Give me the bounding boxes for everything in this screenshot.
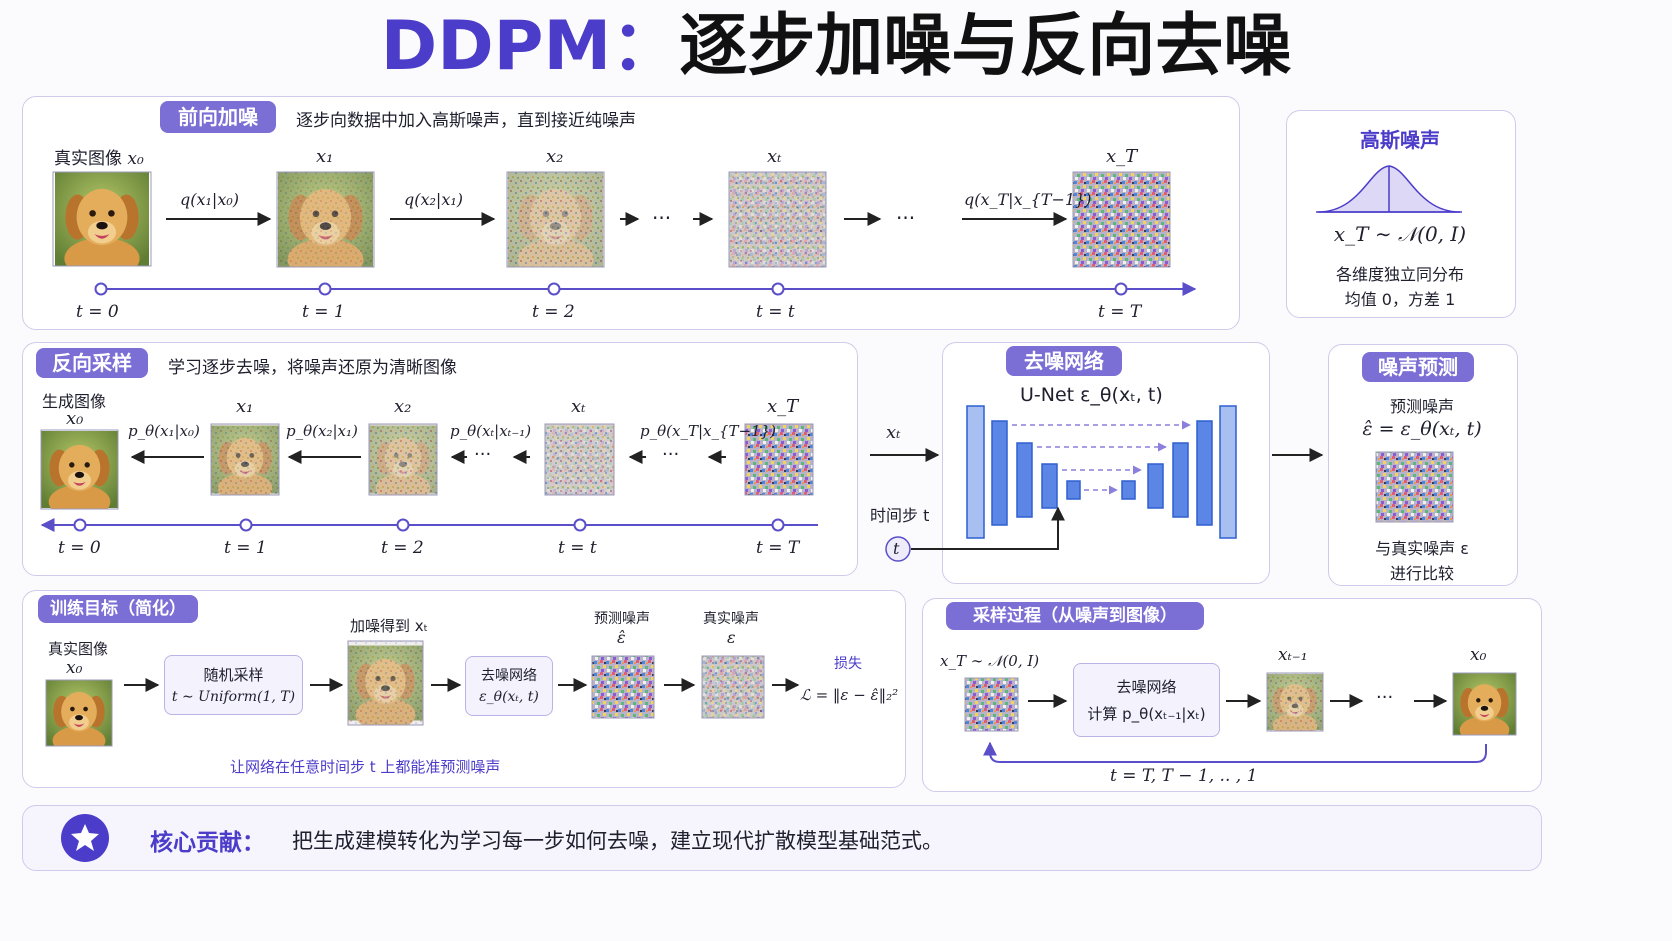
forward-t2: t = 2 [532, 302, 575, 322]
train-sample-box: 随机采样 t ∼ Uniform(1, T) [164, 655, 303, 715]
forward-label: 前向加噪 [160, 101, 276, 133]
gauss-line1: 各维度独立同分布 [1335, 265, 1464, 284]
train-label: 训练目标（简化） [38, 595, 198, 623]
forward-tt: t = t [756, 302, 795, 322]
sampling-net-box: 去噪网络 计算 p_θ(xₜ₋₁|xₜ) [1073, 663, 1220, 737]
train-loss-formula: ℒ = ‖ε − ε̂‖₂² [800, 686, 899, 704]
forward-t0: t = 0 [76, 302, 119, 322]
core-label: 核心贡献： [150, 830, 265, 856]
predict-cmp2: 进行比较 [1389, 564, 1454, 583]
title-main: 逐步加噪与反向去噪 [679, 7, 1292, 86]
denoise-input-label: xₜ [886, 422, 901, 443]
page-title: DDPM：逐步加噪与反向去噪 [0, 4, 1672, 90]
reverse-dots-1: ··· [474, 444, 492, 465]
predict-label: 噪声预测 [1362, 352, 1474, 382]
forward-q2: q(x₂|x₁) [404, 190, 463, 209]
train-true-sym: ε [727, 628, 736, 647]
reverse-xt: xₜ [571, 396, 586, 417]
predict-cmp1: 与真实噪声 ε [1375, 539, 1469, 558]
train-loss-label: 损失 [834, 656, 862, 672]
core-text: 把生成建模转化为学习每一步如何去噪，建立现代扩散模型基础范式。 [292, 829, 943, 853]
sampling-start: x_T ∼ 𝒩(0, I) [940, 652, 1040, 670]
train-pred-label: 预测噪声 [594, 611, 650, 627]
train-net-formula: ε_θ(xₜ, t) [479, 689, 539, 705]
sampling-net-title: 去噪网络 [1116, 678, 1177, 696]
train-caption: 让网络在任意时间步 t 上都能准预测噪声 [230, 758, 501, 776]
forward-real-label: 真实图像 x₀ [54, 144, 144, 169]
gauss-panel [1286, 110, 1516, 318]
sampling-xt1: xₜ₋₁ [1278, 645, 1308, 665]
forward-desc: 逐步向数据中加入高斯噪声，直到接近纯噪声 [296, 111, 636, 131]
train-real-label: 真实图像 [48, 640, 109, 658]
core-panel [22, 805, 1542, 871]
train-true-label: 真实噪声 [703, 611, 759, 627]
predict-formula: ε̂ = ε_θ(xₜ, t) [1362, 418, 1482, 440]
reverse-x0: x₀ [66, 408, 84, 429]
unet-title: U-Net ε_θ(xₜ, t) [1020, 384, 1163, 406]
train-noisy-label: 加噪得到 xₜ [350, 617, 429, 635]
gauss-label: 高斯噪声 [1360, 128, 1440, 152]
reverse-t1: t = 1 [224, 538, 267, 558]
train-net-box: 去噪网络 ε_θ(xₜ, t) [465, 656, 553, 716]
reverse-pT: p_θ(x_T|x_{T−1}) [640, 422, 777, 440]
reverse-p2: p_θ(x₂|x₁) [286, 422, 358, 440]
reverse-t0: t = 0 [58, 538, 101, 558]
forward-dots-1: ··· [652, 206, 672, 230]
train-sample-formula: t ∼ Uniform(1, T) [171, 689, 296, 705]
gauss-line2: 均值 0，方差 1 [1344, 290, 1456, 309]
denoise-timestep-label: 时间步 t [870, 506, 930, 525]
title-prefix: DDPM： [380, 7, 680, 86]
t-node-icon: t [893, 539, 900, 558]
forward-x1-label: x₁ [316, 146, 334, 167]
forward-t1: t = 1 [302, 302, 345, 322]
real-label-text: 真实图像 [54, 149, 122, 169]
train-x0: x₀ [66, 658, 83, 678]
reverse-xT: x_T [767, 396, 799, 417]
reverse-label: 反向采样 [36, 348, 148, 378]
reverse-tT: t = T [756, 538, 800, 558]
unet-formula: U-Net ε_θ(xₜ, t) [1020, 384, 1163, 406]
gauss-formula: x_T ∼ 𝒩(0, I) [1333, 222, 1467, 246]
reverse-gen-label: 生成图像 [42, 392, 107, 411]
reverse-tt: t = t [558, 538, 597, 558]
sampling-x0: x₀ [1470, 645, 1487, 665]
reverse-t2: t = 2 [381, 538, 424, 558]
forward-xT-label: x_T [1106, 146, 1138, 167]
reverse-desc: 学习逐步去噪，将噪声还原为清晰图像 [168, 358, 457, 378]
sampling-loop-label: t = T, T − 1, .. , 1 [1110, 766, 1258, 786]
forward-xt-label: xₜ [767, 146, 782, 167]
sampling-dots: ··· [1376, 687, 1394, 708]
forward-dots-2: ··· [896, 206, 916, 230]
forward-q1: q(x₁|x₀) [180, 190, 239, 209]
sampling-label: 采样过程（从噪声到图像） [946, 602, 1204, 630]
reverse-dots-2: ··· [662, 444, 680, 465]
train-net-title: 去噪网络 [481, 668, 537, 684]
forward-qT: q(x_T|x_{T−1}) [964, 190, 1092, 209]
reverse-x1: x₁ [236, 396, 254, 417]
forward-x2-label: x₂ [546, 146, 564, 167]
sampling-net-formula: 计算 p_θ(xₜ₋₁|xₜ) [1087, 705, 1206, 723]
forward-tT: t = T [1098, 302, 1142, 322]
reverse-p1: p_θ(x₁|x₀) [128, 422, 200, 440]
denoise-panel [942, 342, 1270, 584]
reverse-pt: p_θ(xₜ|xₜ₋₁) [450, 422, 532, 440]
train-pred-sym: ε̂ [617, 628, 626, 647]
x0-symbol: x₀ [127, 149, 144, 169]
predict-line1: 预测噪声 [1389, 397, 1454, 416]
denoise-label: 去噪网络 [1006, 346, 1122, 376]
train-sample-title: 随机采样 [203, 666, 264, 684]
reverse-x2: x₂ [394, 396, 412, 417]
